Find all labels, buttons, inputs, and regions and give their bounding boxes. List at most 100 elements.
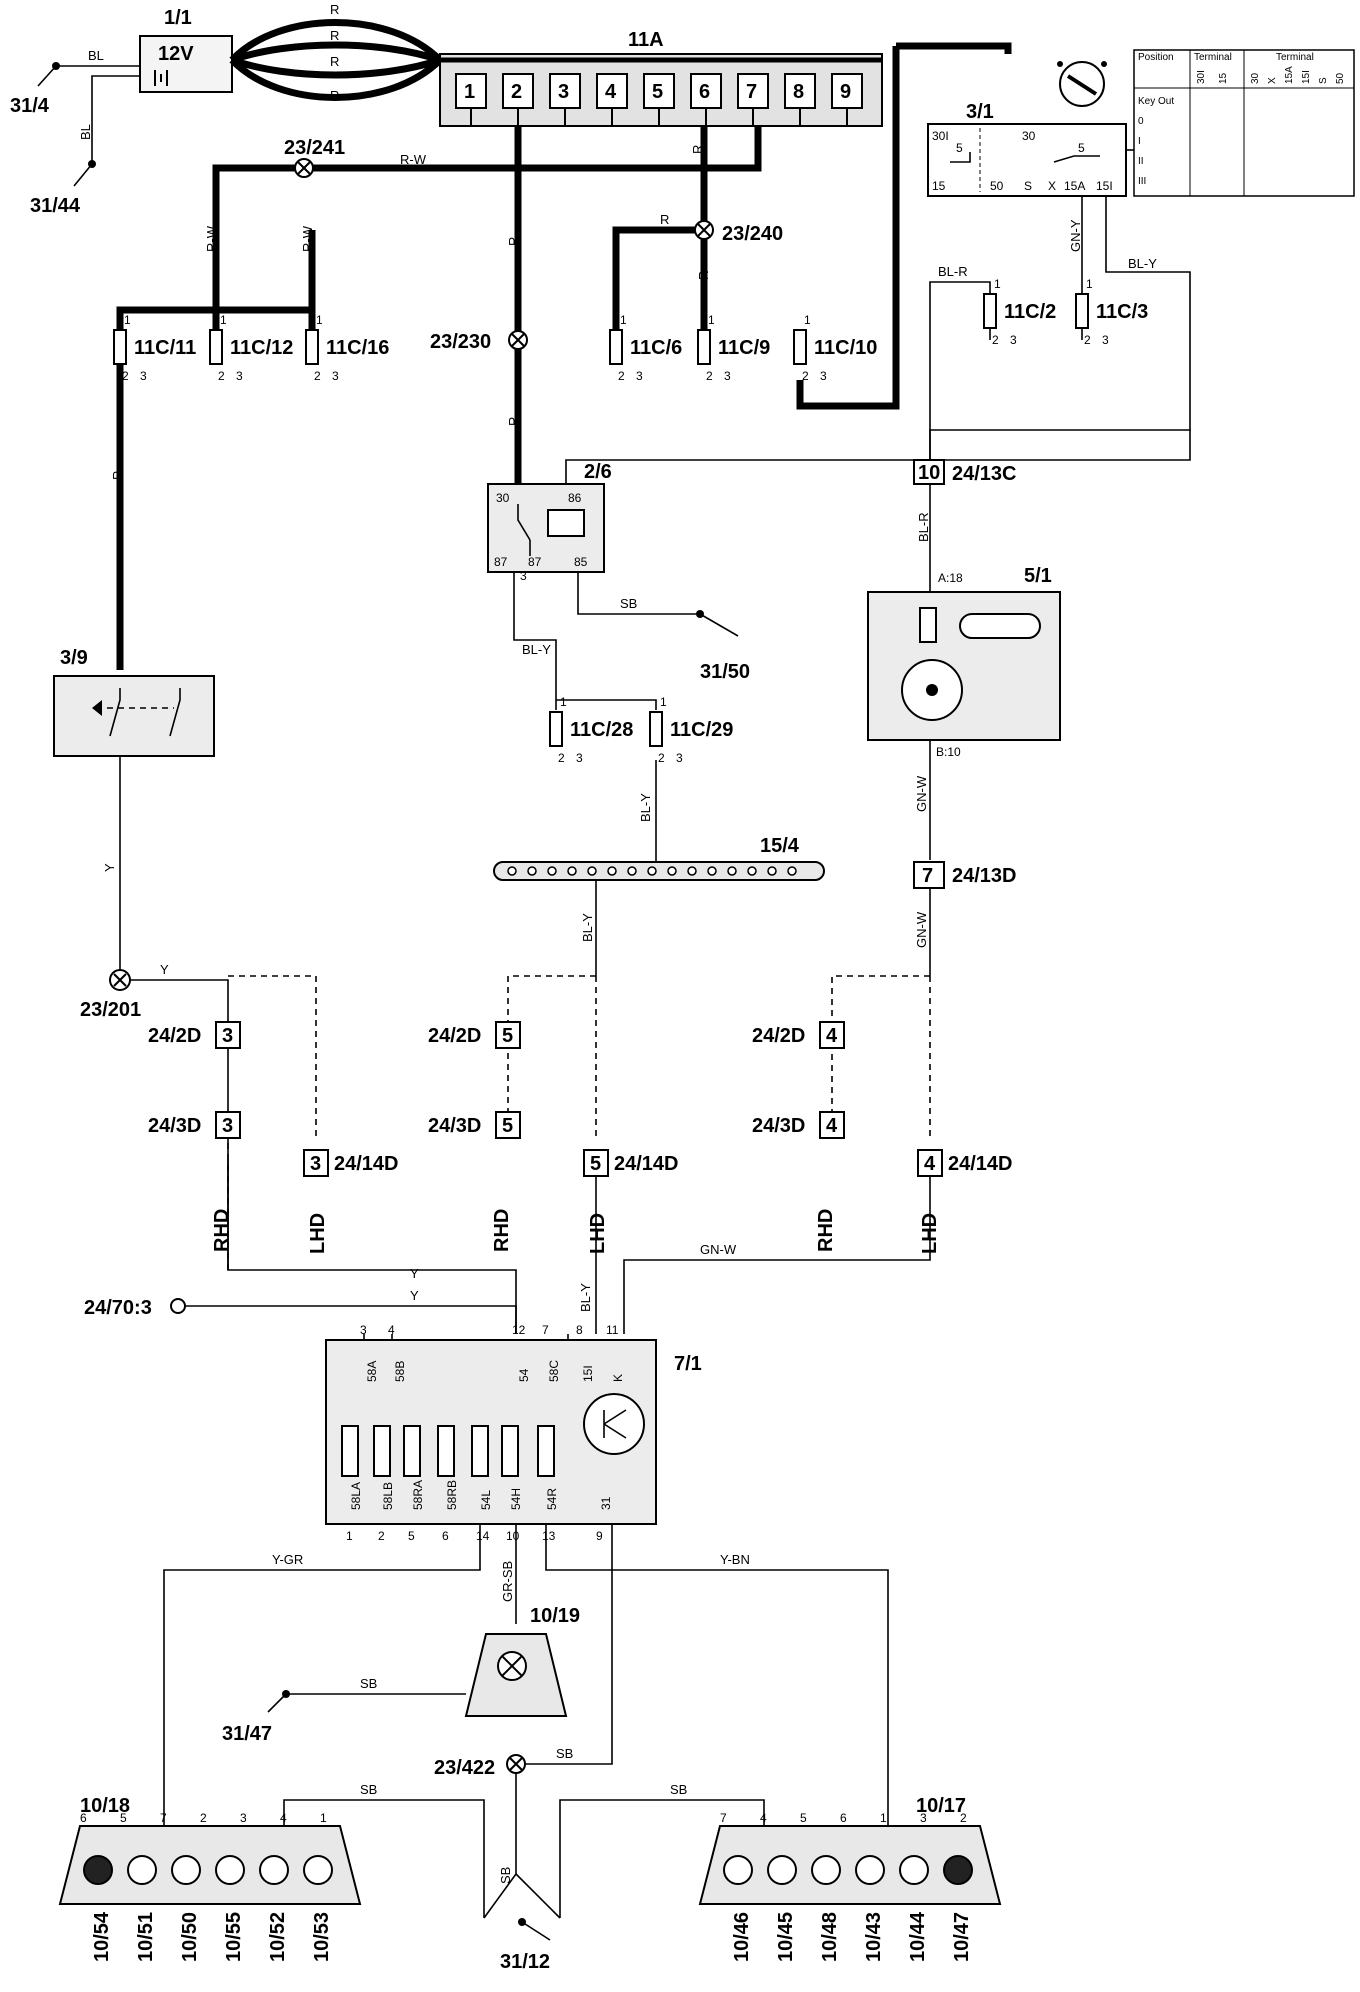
svg-text:R: R <box>330 2 339 17</box>
svg-text:10/53: 10/53 <box>311 1912 333 1962</box>
svg-text:6: 6 <box>840 1811 847 1825</box>
battery-id: 1/1 <box>164 7 192 29</box>
svg-text:3: 3 <box>676 751 683 765</box>
svg-text:SB: SB <box>620 596 637 611</box>
svg-text:BL: BL <box>78 124 93 140</box>
svg-text:3: 3 <box>140 369 147 383</box>
relay-id: 2/6 <box>584 461 612 483</box>
svg-text:5: 5 <box>120 1811 127 1825</box>
lamp_10_17-bulb <box>943 1855 973 1885</box>
lamp-10-19: 10/19 <box>464 1605 580 1717</box>
svg-text:5: 5 <box>1078 141 1085 155</box>
svg-text:24/14D: 24/14D <box>334 1153 399 1175</box>
svg-text:30I: 30I <box>1196 70 1207 84</box>
svg-text:58RA: 58RA <box>411 1480 425 1510</box>
svg-text:11C/10: 11C/10 <box>814 337 877 359</box>
lamp_10_18-housing <box>58 1825 362 1905</box>
svg-text:24/3D: 24/3D <box>752 1115 805 1137</box>
svg-text:4: 4 <box>924 1153 936 1175</box>
svg-text:1: 1 <box>880 1811 887 1825</box>
fuse-11a-label: 3 <box>558 81 569 103</box>
svg-text:24/2D: 24/2D <box>428 1025 481 1047</box>
fuse-11a-label: 9 <box>840 81 851 103</box>
svg-text:2: 2 <box>706 369 713 383</box>
svg-text:Y-BN: Y-BN <box>720 1552 750 1567</box>
svg-text:10/17: 10/17 <box>916 1795 966 1817</box>
svg-text:23/240: 23/240 <box>722 223 783 245</box>
lamp_10_17-bulb <box>767 1855 797 1885</box>
connector-pin <box>583 1149 609 1177</box>
fuse-11c <box>609 329 623 365</box>
svg-text:SB: SB <box>498 1867 513 1884</box>
svg-text:10/43: 10/43 <box>863 1912 885 1962</box>
module-resistor <box>537 1425 555 1477</box>
svg-text:10: 10 <box>918 462 940 484</box>
ground-31-44: 31/44 <box>30 195 81 217</box>
fuse-11a-7 <box>737 73 769 109</box>
svg-text:1: 1 <box>1086 277 1093 291</box>
svg-text:30: 30 <box>496 491 510 505</box>
svg-text:2: 2 <box>558 751 565 765</box>
svg-text:1: 1 <box>620 313 627 327</box>
svg-text:11C/9: 11C/9 <box>718 337 770 359</box>
svg-text:GN-Y: GN-Y <box>1068 219 1083 252</box>
svg-text:SB: SB <box>360 1676 377 1691</box>
lamp-10-19-id: 10/19 <box>530 1605 580 1627</box>
connector-24-13c: 10 24/13C <box>913 459 1017 485</box>
svg-text:Y: Y <box>102 863 117 872</box>
connector-24-13d: 7 24/13D <box>913 861 1017 889</box>
lamp_10_18-bulb <box>171 1855 201 1885</box>
svg-text:11C/3: 11C/3 <box>1096 301 1148 323</box>
svg-text:24/13D: 24/13D <box>952 865 1017 887</box>
svg-text:58LB: 58LB <box>381 1482 395 1510</box>
svg-text:24/2D: 24/2D <box>752 1025 805 1047</box>
svg-text:I: I <box>1138 136 1141 147</box>
fuse-11c <box>983 293 997 329</box>
svg-text:1: 1 <box>124 313 131 327</box>
svg-text:K: K <box>611 1374 625 1382</box>
svg-text:R-W: R-W <box>400 152 427 167</box>
svg-text:5: 5 <box>590 1153 601 1175</box>
svg-text:R: R <box>506 417 521 426</box>
svg-text:SB: SB <box>670 1782 687 1797</box>
svg-text:7: 7 <box>542 1323 549 1337</box>
svg-text:Key Out: Key Out <box>1138 96 1174 107</box>
svg-text:50: 50 <box>1335 72 1346 84</box>
connector-pin <box>303 1149 329 1177</box>
lamp_10_18-bulb <box>215 1855 245 1885</box>
svg-text:10/46: 10/46 <box>731 1912 753 1962</box>
svg-text:58LA: 58LA <box>349 1482 363 1510</box>
svg-text:9: 9 <box>596 1529 603 1543</box>
module-id: 7/1 <box>674 1353 702 1375</box>
svg-text:R: R <box>110 471 125 480</box>
svg-text:10/52: 10/52 <box>267 1912 289 1962</box>
svg-text:5: 5 <box>502 1025 513 1047</box>
svg-text:10/54: 10/54 <box>91 1911 113 1962</box>
splice-23-241: 23/241 <box>284 137 345 178</box>
svg-text:5: 5 <box>956 141 963 155</box>
svg-text:2: 2 <box>992 333 999 347</box>
svg-text:54R: 54R <box>545 1488 559 1510</box>
svg-text:2: 2 <box>658 751 665 765</box>
svg-text:3: 3 <box>636 369 643 383</box>
svg-text:Y-GR: Y-GR <box>272 1552 303 1567</box>
svg-text:1: 1 <box>346 1529 353 1543</box>
connector-pin <box>917 1149 943 1177</box>
svg-text:11C/6: 11C/6 <box>630 337 682 359</box>
svg-text:10/51: 10/51 <box>135 1912 157 1962</box>
svg-text:GN-W: GN-W <box>914 775 929 812</box>
svg-text:15: 15 <box>932 179 946 193</box>
svg-text:54: 54 <box>517 1368 531 1382</box>
svg-text:14: 14 <box>476 1529 490 1543</box>
svg-text:GN-W: GN-W <box>700 1242 737 1257</box>
connector-pin <box>495 1111 521 1139</box>
svg-text:1: 1 <box>660 695 667 709</box>
svg-text:11C/16: 11C/16 <box>326 337 389 359</box>
svg-text:S: S <box>1024 179 1032 193</box>
svg-text:1: 1 <box>708 313 715 327</box>
ignition-switch-id: 3/1 <box>966 101 994 123</box>
svg-text:GN-W: GN-W <box>914 911 929 948</box>
svg-text:LHD: LHD <box>587 1213 609 1254</box>
svg-text:BL-Y: BL-Y <box>638 793 653 822</box>
svg-text:BL-Y: BL-Y <box>522 642 551 657</box>
